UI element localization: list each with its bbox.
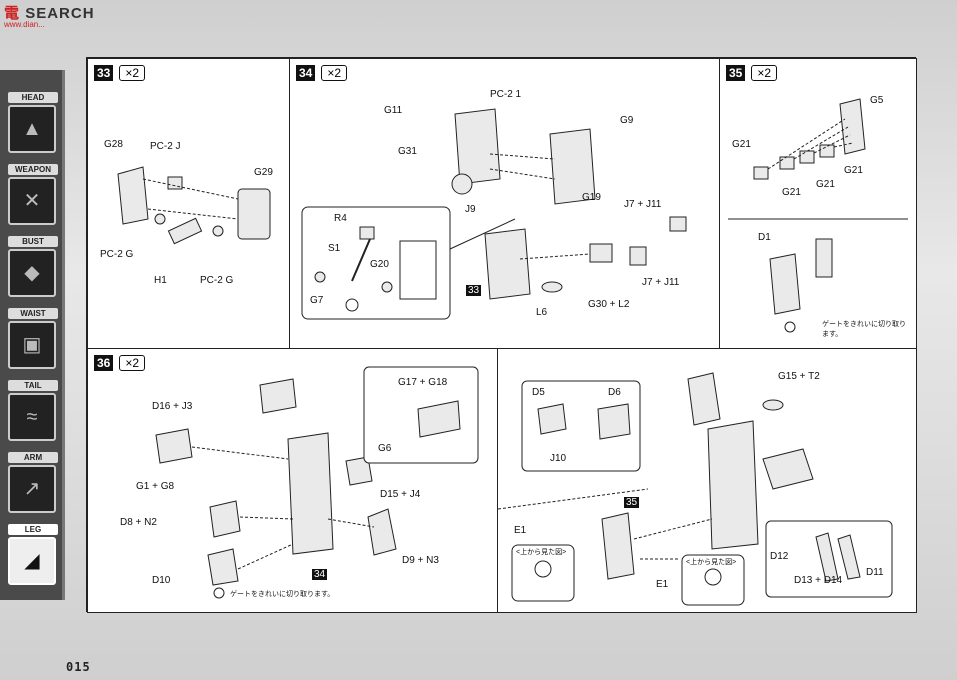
step-35-diagram xyxy=(728,98,908,333)
top-view-label: <上から見た図> xyxy=(516,549,567,556)
step-multiplier: ×2 xyxy=(119,65,146,81)
part-label: G6 xyxy=(378,443,392,454)
sidebar-category-label: BUST xyxy=(8,236,58,247)
step-multiplier: ×2 xyxy=(751,65,778,81)
part-label: D6 xyxy=(608,387,621,398)
part-label: D16 + J3 xyxy=(152,401,193,412)
part-label: G21 xyxy=(732,139,751,150)
part-label: G5 xyxy=(870,95,884,106)
step-number: 33 xyxy=(94,65,114,81)
part-label: D15 + J4 xyxy=(380,489,421,500)
step-34-panel: 34 ×2 PC-2 1 G11 G9 G31 G19 J9 J7 + J11 xyxy=(289,58,721,350)
waist-icon: ▣ xyxy=(8,321,56,369)
part-label: R4 xyxy=(334,213,347,224)
part-label: G9 xyxy=(620,115,634,126)
part-label: J7 + J11 xyxy=(642,277,680,288)
bust-icon: ◆ xyxy=(8,249,56,297)
sidebar-category-label: TAIL xyxy=(8,380,58,391)
part-label: G31 xyxy=(398,146,417,157)
tail-icon: ≈ xyxy=(8,393,56,441)
sidebar-category-label: WEAPON xyxy=(8,164,58,175)
step-multiplier: ×2 xyxy=(119,355,146,371)
step-reference: 34 xyxy=(312,569,328,580)
top-view-label: <上から見た図> xyxy=(686,559,737,566)
part-label: J7 + J11 xyxy=(624,199,662,210)
part-label: G21 xyxy=(816,179,835,190)
sidebar-category-bust[interactable]: BUST ◆ xyxy=(2,236,60,302)
part-label: D1 xyxy=(758,232,771,243)
brand-logo: 電 xyxy=(4,5,21,22)
part-label: D9 + N3 xyxy=(402,555,439,566)
part-label: G15 + T2 xyxy=(778,371,820,382)
step-36-diagram xyxy=(155,366,479,599)
part-label: G1 + G8 xyxy=(136,481,175,492)
part-label: H1 xyxy=(154,275,167,286)
part-label: S1 xyxy=(328,243,341,254)
step-multiplier: ×2 xyxy=(321,65,348,81)
part-label: PC-2 G xyxy=(100,249,134,260)
part-label: G7 xyxy=(310,295,324,306)
part-label: D12 xyxy=(770,551,789,562)
part-label: L6 xyxy=(536,307,548,318)
sidebar-category-weapon[interactable]: WEAPON ✕ xyxy=(2,164,60,230)
part-label: D10 xyxy=(152,575,171,586)
part-label: PC-2 J xyxy=(150,141,181,152)
step-reference: 33 xyxy=(466,285,482,296)
part-label: PC-2 1 xyxy=(490,89,522,100)
step-36b-panel: D5 D6 J10 G15 + T2 35 E1 E1 D12 D13 + D1… xyxy=(497,348,917,613)
weapon-icon: ✕ xyxy=(8,177,56,225)
part-label: G28 xyxy=(104,139,123,150)
part-label: G19 xyxy=(582,192,601,203)
step-34-diagram xyxy=(301,108,687,320)
part-label: E1 xyxy=(656,579,669,590)
gate-note: ゲートをきれいに切り取ります。 xyxy=(230,591,335,598)
part-label: D8 + N2 xyxy=(120,517,157,528)
part-label: J9 xyxy=(465,204,476,215)
sidebar-category-tail[interactable]: TAIL ≈ xyxy=(2,380,60,446)
step-33-panel: 33 ×2 G28 PC-2 J G29 PC-2 G H1 PC-2 G xyxy=(87,58,291,350)
gate-note: ゲートをきれいに切り取ります。 xyxy=(822,321,906,338)
part-label: E1 xyxy=(514,525,527,536)
sidebar-category-label: ARM xyxy=(8,452,58,463)
part-label: D5 xyxy=(532,387,545,398)
step-33-diagram xyxy=(117,166,271,245)
sidebar-category-label: HEAD xyxy=(8,92,58,103)
brand-title: SEARCH xyxy=(25,5,95,22)
part-label: D13 + D14 xyxy=(794,575,843,586)
arm-icon: ↗ xyxy=(8,465,56,513)
part-label: J10 xyxy=(550,453,567,464)
leg-icon: ◢ xyxy=(8,537,56,585)
step-number: 36 xyxy=(94,355,114,371)
step-number: 35 xyxy=(726,65,746,81)
step-number: 34 xyxy=(296,65,316,81)
part-label: G11 xyxy=(384,105,403,116)
part-label: G20 xyxy=(370,259,389,270)
part-label: G17 + G18 xyxy=(398,377,448,388)
instruction-page: 33 ×2 G28 PC-2 J G29 PC-2 G H1 PC-2 G 34 ×… xyxy=(86,57,917,613)
part-label: D11 xyxy=(866,567,884,578)
part-label: G29 xyxy=(254,167,273,178)
brand-site: www.dian... xyxy=(4,20,45,29)
sidebar-category-label: WAIST xyxy=(8,308,58,319)
step-35-panel: 35 ×2 G5 G21 G21 G21 G21 D1 ゲートをきれいに切り取りま… xyxy=(719,58,917,350)
step-reference: 35 xyxy=(624,497,640,508)
head-icon: ▲ xyxy=(8,105,56,153)
brand-header: 電 SEARCH xyxy=(4,2,95,23)
part-label: G21 xyxy=(844,165,863,176)
sidebar-category-waist[interactable]: WAIST ▣ xyxy=(2,308,60,374)
sidebar-category-leg[interactable]: LEG ◢ xyxy=(2,524,60,590)
part-label: G30 + L2 xyxy=(588,299,630,310)
page-number: 015 xyxy=(66,660,91,674)
step-36-panel: 36 ×2 D16 + J3 G1 + G8 D8 + N2 D10 D15 + … xyxy=(87,348,499,613)
sidebar-category-label: LEG xyxy=(8,524,58,535)
sidebar-category-head[interactable]: HEAD ▲ xyxy=(2,92,60,158)
step-36b-diagram xyxy=(498,372,893,606)
part-label: G21 xyxy=(782,187,801,198)
category-sidebar: HEAD ▲ WEAPON ✕ BUST ◆ WAIST ▣ TAIL ≈ ARM ↗ LEG ◢ xyxy=(0,70,65,600)
part-label: PC-2 G xyxy=(200,275,234,286)
sidebar-category-arm[interactable]: ARM ↗ xyxy=(2,452,60,518)
